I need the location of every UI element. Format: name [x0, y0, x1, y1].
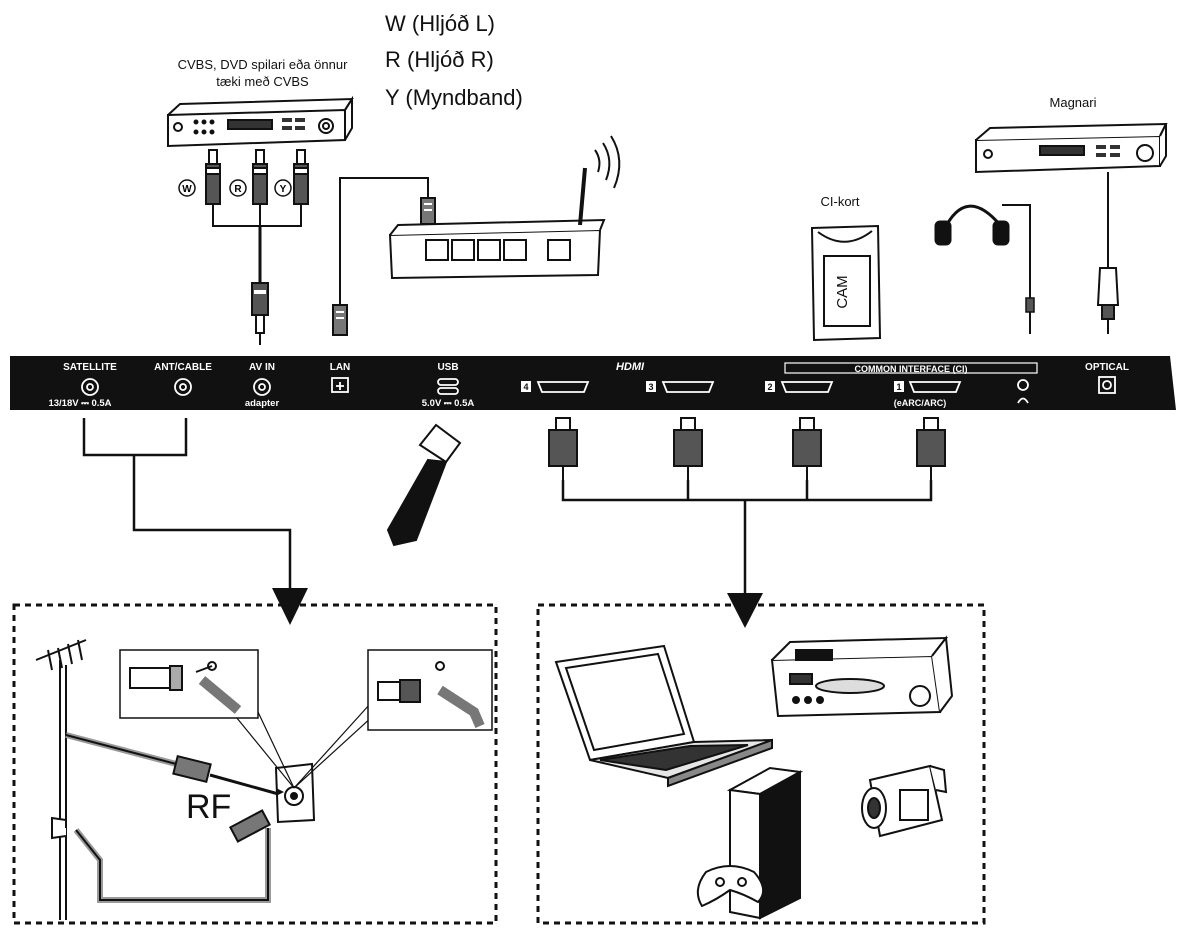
rca-plug-red — [252, 149, 268, 212]
signal-label-r: R (Hljóð R) — [385, 47, 494, 72]
hdmi-plug-4 — [548, 417, 578, 480]
usb-port — [437, 378, 459, 386]
rca-plug-letters: W R Y — [178, 179, 292, 197]
label-ant-cable: ANT/CABLE — [154, 362, 212, 373]
signal-label-y: Y (Myndband) — [385, 85, 523, 110]
router-icon — [388, 135, 621, 280]
hdmi-plug-3 — [673, 417, 703, 480]
label-av-in: AV IN — [249, 362, 275, 373]
rf-label: RF — [186, 788, 231, 826]
amplifier-icon — [975, 122, 1168, 334]
hdmi-port-1 — [908, 381, 962, 393]
hdmi-arrow — [727, 593, 763, 628]
label-usb-rating: 5.0V ⎓ 0.5A — [422, 398, 475, 409]
hdmi-devices-box — [536, 603, 986, 925]
cvbs-device-label-line2: tæki með CVBS — [216, 74, 309, 89]
game-console-icon — [726, 766, 804, 920]
label-satellite: SATELLITE — [63, 362, 117, 373]
hdmi-number-3: 3 — [648, 382, 653, 392]
hdmi-plug-2 — [792, 417, 822, 480]
label-usb: USB — [437, 362, 458, 373]
plug-letter-r: R — [234, 184, 242, 195]
label-lan: LAN — [330, 362, 351, 373]
cvbs-device-label: CVBS, DVD spilari eða önnur tæki með CVB… — [150, 56, 375, 90]
label-av-in-sub: adapter — [245, 398, 280, 409]
label-earc: (eARC/ARC) — [894, 398, 947, 408]
amplifier-label: Magnari — [1049, 95, 1097, 110]
camcorder-icon — [861, 764, 948, 838]
rca-plugs — [205, 149, 309, 345]
plug-letter-w: W — [182, 184, 192, 195]
rca-plug-yellow — [293, 149, 309, 212]
label-common-interface: COMMON INTERFACE (CI) — [855, 364, 968, 374]
antenna-devices-box — [12, 603, 498, 925]
hdmi-number-2: 2 — [767, 382, 772, 392]
hdmi-port-4 — [536, 381, 590, 393]
av-in-jack — [253, 378, 271, 396]
antenna-connector-lines — [82, 418, 292, 590]
ci-card-icon: CAM — [810, 224, 882, 342]
signal-label-w: W (Hljóð L) — [385, 11, 496, 36]
dvd-player-icon — [167, 95, 354, 148]
label-hdmi-logo: HDMI — [616, 361, 645, 373]
plug-letter-y: Y — [280, 184, 287, 195]
label-satellite-rating: 13/18V ⎓ 0.5A — [48, 398, 111, 409]
ci-card-label: CI-kort — [820, 194, 860, 209]
ant-cable-jack — [174, 378, 192, 396]
dvd-recorder-icon — [770, 635, 954, 718]
label-optical: OPTICAL — [1085, 362, 1129, 373]
laptop-icon — [554, 644, 773, 788]
hdmi-number-1: 1 — [896, 382, 901, 392]
aerial-icon — [35, 639, 87, 920]
hdmi-plugs — [548, 417, 946, 595]
headphone-jack — [1017, 379, 1029, 391]
lan-cable — [332, 177, 436, 336]
hdmi-plug-1 — [916, 417, 946, 480]
cam-label: CAM — [834, 275, 851, 308]
optical-port — [1098, 376, 1116, 394]
cvbs-device-label-line1: CVBS, DVD spilari eða önnur — [177, 57, 348, 72]
antenna-box-contents — [35, 639, 493, 920]
game-controller-icon — [696, 865, 765, 908]
rca-plug-white — [205, 149, 221, 212]
hdmi-port-3 — [661, 381, 715, 393]
hdmi-port-2 — [780, 381, 834, 393]
hdmi-number-4: 4 — [523, 382, 528, 392]
tv-back-panel: SATELLITE 13/18V ⎓ 0.5A ANT/CABLE AV IN … — [10, 356, 1176, 410]
usb-stick-icon — [386, 423, 462, 547]
satellite-jack — [81, 378, 99, 396]
lan-port — [331, 377, 349, 393]
headphones-icon — [934, 204, 1035, 334]
